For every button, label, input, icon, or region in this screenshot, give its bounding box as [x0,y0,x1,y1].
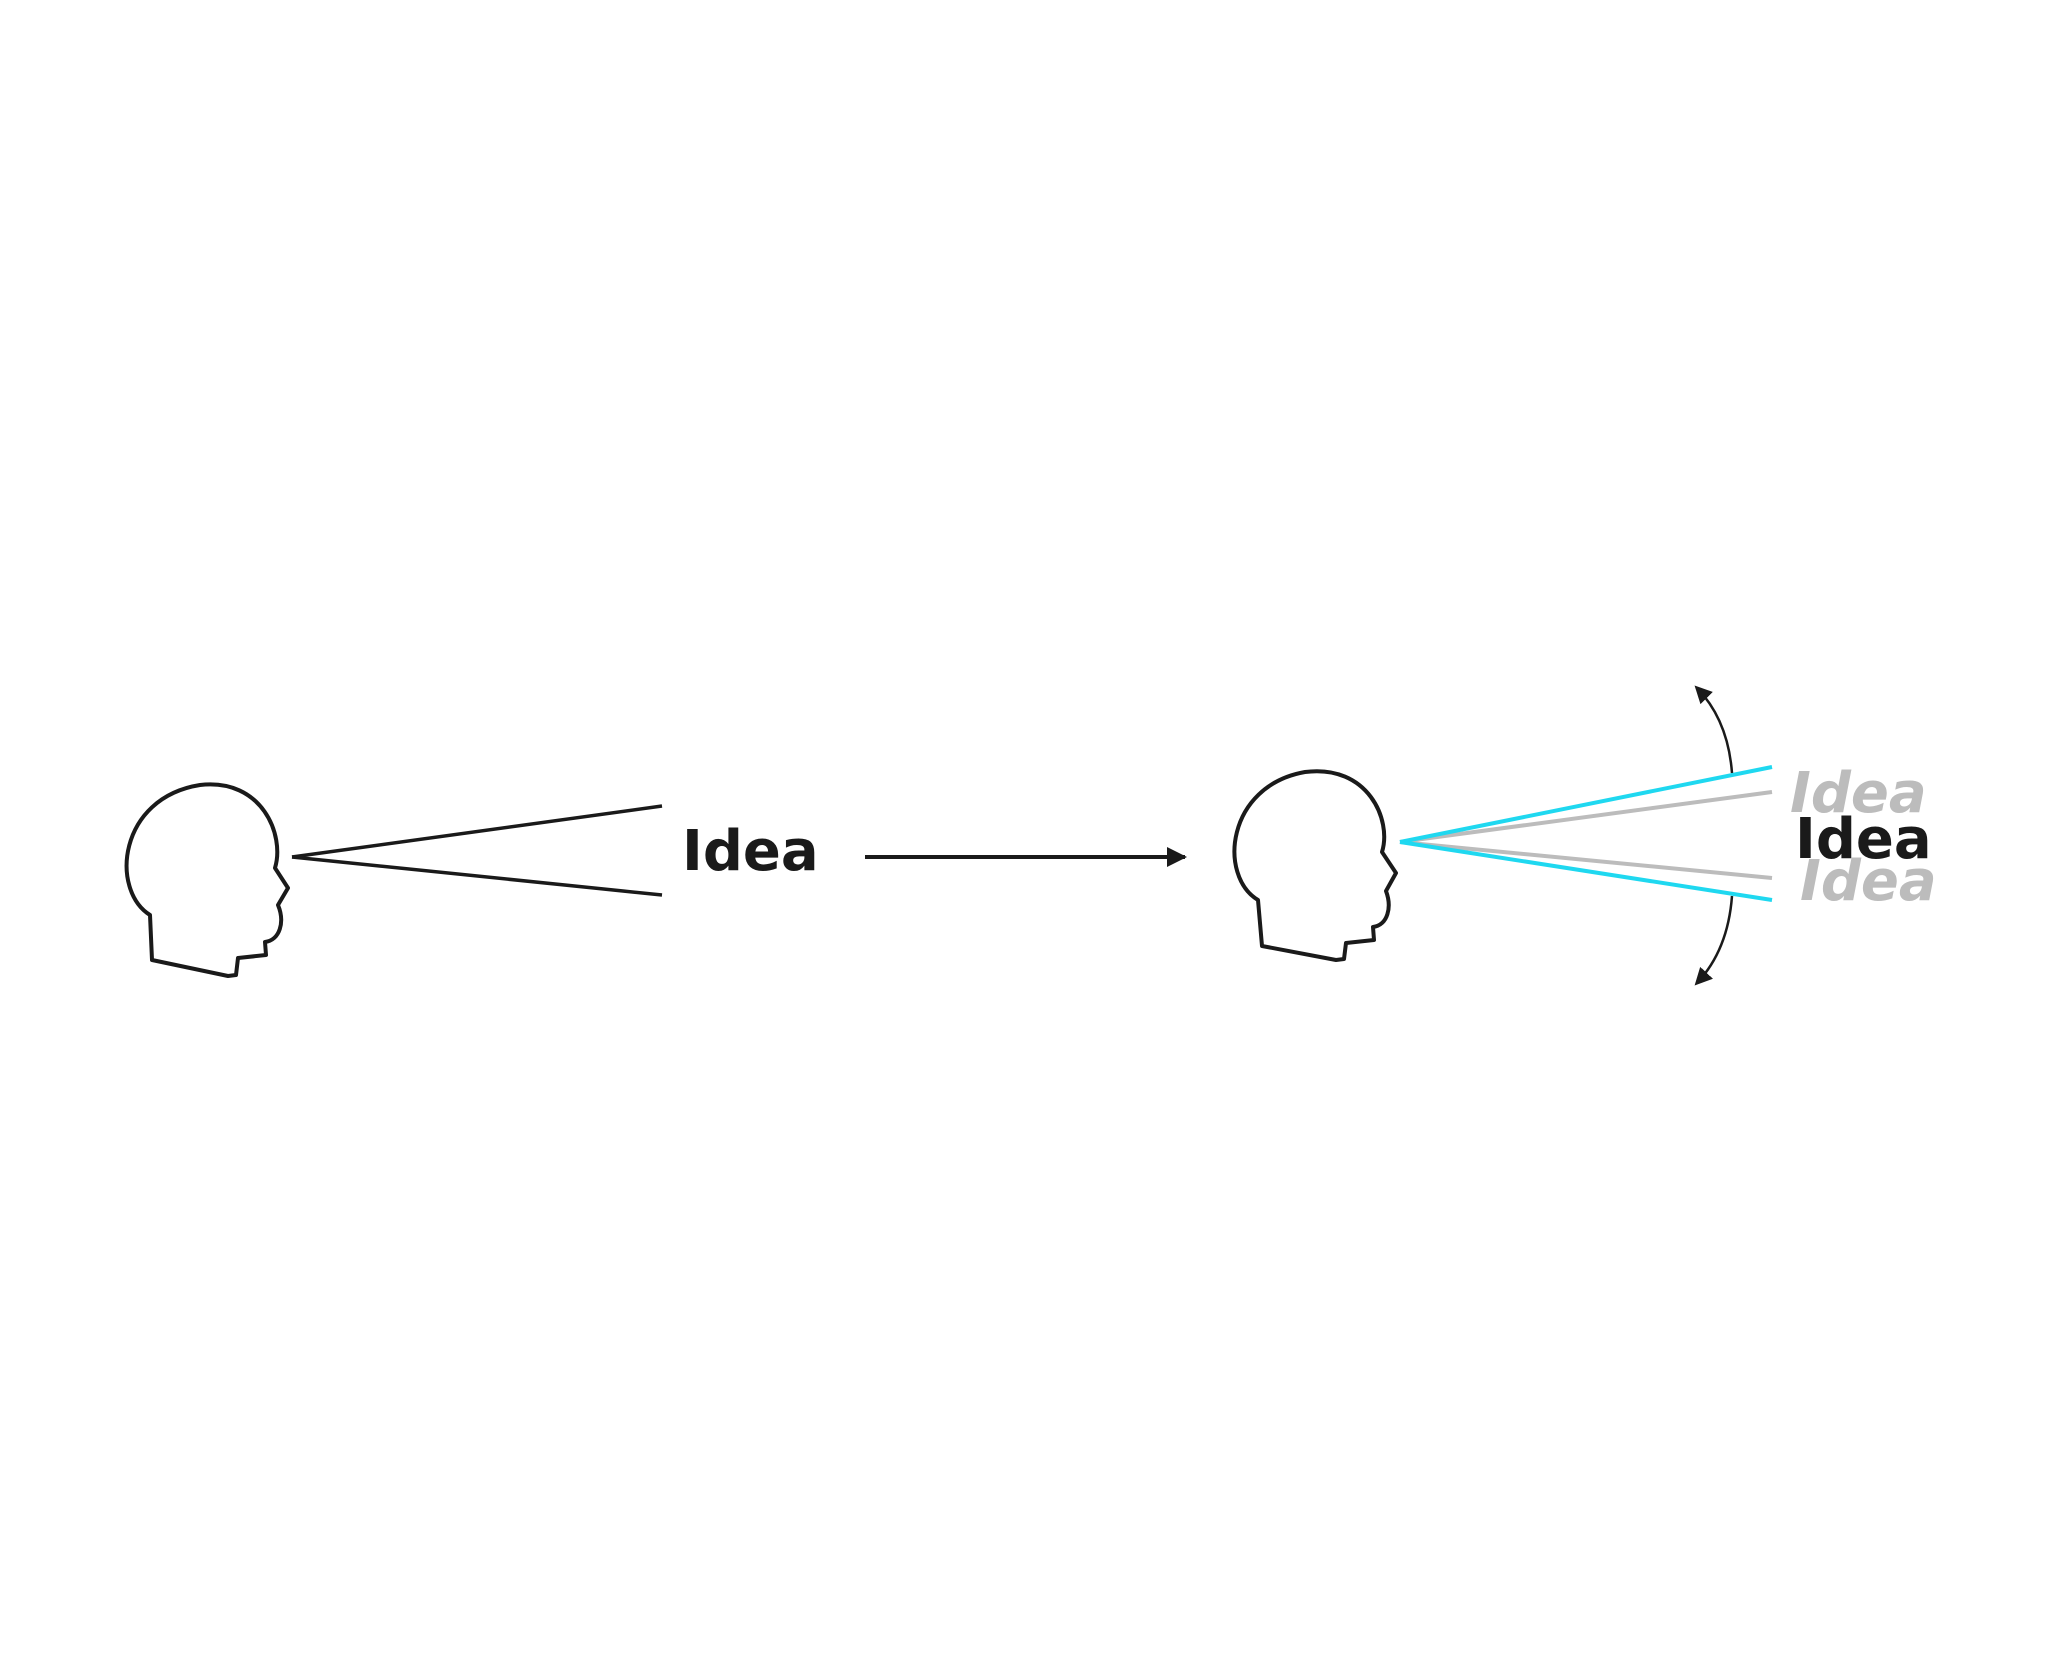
curved-double-arrow-icon [1694,685,1734,986]
right-idea-top-label: Idea [1790,761,1927,826]
right-head-icon [1232,769,1398,962]
left-idea-label: Idea [682,819,819,884]
left-head-icon [124,782,290,978]
right-idea-middle-label: Idea [1795,807,1932,872]
right-idea-bottom-label: Idea [1800,849,1937,914]
left-idea-wedge [291,804,663,897]
right-idea-fan [1399,765,1773,902]
